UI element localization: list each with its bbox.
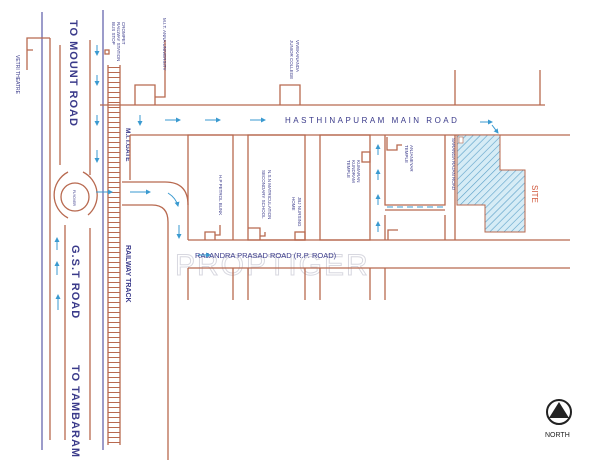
railway-track	[107, 65, 121, 445]
vetri-theatre-label: VETRI THEATRE	[14, 55, 20, 95]
gst-road	[53, 40, 98, 440]
nsn-label: N.S.N MATRICULATION	[267, 170, 272, 219]
hp-petrol-bunk	[204, 225, 221, 240]
nsn-block	[247, 134, 306, 241]
to-tambaram-label: TO TAMBARAM	[69, 365, 81, 458]
junior-college-label: JUNIOR COLLEGE	[289, 40, 294, 79]
kumaran-label: KUMARAN	[356, 160, 361, 183]
to-mount-road-label: TO MOUNT ROAD	[67, 20, 79, 127]
vivekananda-building	[279, 84, 301, 105]
kumaran-block	[319, 134, 371, 241]
anjaneyar-temple-label: TEMPLE	[404, 145, 409, 163]
jbj-nursing-home	[294, 231, 306, 241]
hasthinapuram-road-label: HASTHINAPURAM MAIN ROAD	[285, 116, 459, 125]
anjaneyar-temple	[386, 137, 402, 151]
mit-label: M.I.T. ANNA UNIVERSITY	[162, 18, 167, 71]
jbj-label: JBJ NURSING	[297, 197, 302, 227]
crompet-label: CROMPET	[121, 22, 126, 45]
flyover-roundabout	[60, 182, 90, 212]
vetri-theatre-building	[26, 37, 50, 70]
gst-road-label: G.S.T ROAD	[69, 245, 81, 319]
nsn-school-label: SECONDARY SCHOOL	[261, 170, 266, 219]
mit-building	[134, 40, 166, 105]
saranga-road-label: SARANGA RAJAN ROAD	[451, 138, 456, 191]
hp-label: H.P PETROL BUNK	[218, 175, 223, 215]
site-plot	[456, 134, 526, 233]
north-compass-icon	[546, 399, 572, 425]
crompet-station-label: RAILWAY STATION	[116, 22, 121, 61]
anjaneyar-label: ANJANEYAR	[409, 145, 414, 172]
kumaran-temple	[361, 151, 371, 163]
site-label: SITE	[530, 185, 539, 203]
railway-track-label: RAILWAY TRACK	[124, 245, 131, 303]
flyover-label: FLYOVER	[72, 190, 76, 207]
vivekananda-label: VIVEKANANDA	[295, 40, 300, 72]
bus-stop-marker	[104, 49, 110, 55]
jbj-home-label: HOME	[291, 197, 296, 211]
anjaneyar-block	[384, 135, 446, 240]
site-marker	[458, 136, 464, 144]
north-label: NORTH	[545, 432, 570, 439]
traffic-arrows	[54, 45, 499, 310]
kundram-label: KUNDRAM	[351, 160, 356, 183]
kumaran-temple-label: TEMPLE	[346, 160, 351, 178]
mit-gate-label: M.I.T.GATE	[124, 128, 131, 162]
hp-block	[187, 134, 234, 240]
mit-gate-road	[122, 181, 189, 460]
rajendra-road-label: RAJANDRA PRASAD ROAD (R.P. ROAD)	[195, 251, 337, 260]
crompet-bus-label: BUS STOP	[111, 22, 116, 45]
nsn-school	[248, 227, 266, 240]
